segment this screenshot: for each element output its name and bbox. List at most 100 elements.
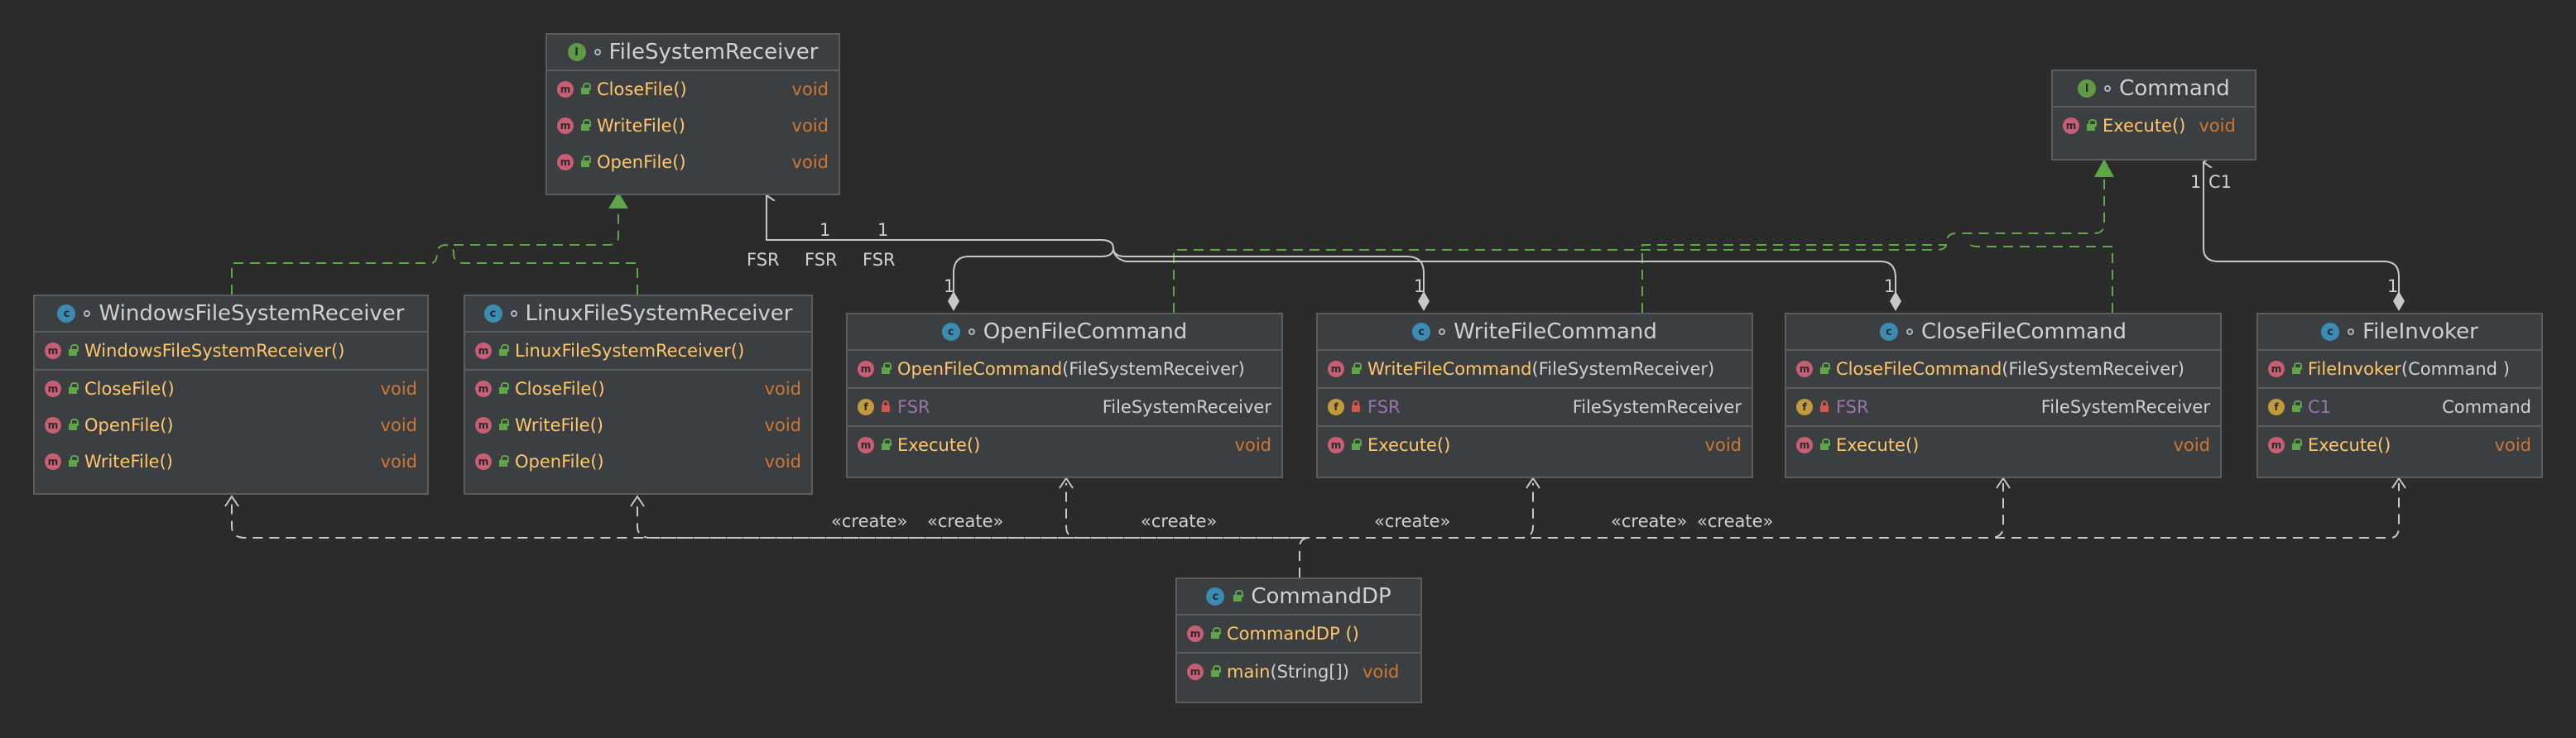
method-icon: m: [858, 437, 874, 453]
class-name: WindowsFileSystemReceiver: [99, 301, 405, 326]
field-name: FSR: [897, 397, 930, 417]
public-lock-icon: [1233, 590, 1244, 601]
public-lock-icon: [498, 382, 509, 394]
constructor-name: OpenFileCommand: [897, 359, 1063, 379]
abstract-dot-icon: [510, 310, 517, 317]
class-name: FileInvoker: [2362, 319, 2478, 344]
return-type: void: [791, 152, 829, 172]
constructor-name: FileInvoker: [2308, 359, 2401, 379]
create-label: «create»: [1697, 511, 1774, 531]
return-type: void: [1362, 662, 1400, 682]
return-type: void: [380, 452, 417, 472]
public-lock-icon: [881, 362, 892, 374]
constructor-params: (FileSystemReceiver): [2002, 359, 2184, 379]
field-name: FSR: [1367, 397, 1401, 417]
class-header: c OpenFileCommand: [848, 314, 1281, 351]
class-name: OpenFileCommand: [983, 319, 1188, 344]
field-type: FileSystemReceiver: [1572, 397, 1742, 417]
constructor-params: (FileSystemReceiver): [1062, 359, 1245, 379]
abstract-dot-icon: [2348, 328, 2355, 335]
public-lock-icon: [580, 156, 591, 167]
edge-label-fsr: FSR: [747, 250, 780, 270]
diamond-close: [1890, 291, 1901, 311]
realization-head-fsr: [608, 192, 628, 208]
class-icon: c: [483, 304, 502, 323]
class-header: I Command: [2053, 71, 2255, 108]
method-icon: m: [1328, 361, 1344, 377]
public-lock-icon: [68, 344, 79, 356]
realization-edges-fsr: [231, 207, 638, 295]
multiplicity-label: 1: [1414, 276, 1425, 296]
return-type: void: [1704, 435, 1742, 455]
method-icon: m: [45, 381, 61, 397]
class-header: c WindowsFileSystemReceiver: [35, 296, 427, 333]
return-type: void: [2494, 435, 2531, 455]
class-icon: c: [1412, 323, 1431, 341]
method-name: Execute(): [2308, 435, 2391, 455]
field-icon: f: [2268, 399, 2285, 415]
method-icon: m: [45, 453, 61, 470]
constructor-row[interactable]: m FileInvoker(Command ): [2258, 351, 2541, 387]
method-icon: m: [475, 417, 492, 434]
abstract-dot-icon: [84, 310, 91, 317]
public-lock-icon: [2291, 362, 2302, 374]
abstract-dot-icon: [1906, 328, 1914, 335]
method-icon: m: [475, 381, 492, 397]
interface-icon: I: [2078, 79, 2097, 98]
class-header: I FileSystemReceiver: [547, 35, 839, 71]
return-type: void: [764, 415, 801, 435]
constructor-name: LinuxFileSystemReceiver(): [515, 341, 745, 361]
method-icon: m: [1796, 361, 1813, 377]
method-icon: m: [2268, 361, 2285, 377]
class-name: FileSystemReceiver: [608, 40, 819, 65]
constructor-params: (Command ): [2401, 359, 2510, 379]
public-lock-icon: [580, 119, 591, 131]
public-lock-icon: [1210, 627, 1221, 639]
class-icon: c: [2321, 323, 2340, 341]
method-name: OpenFile(): [84, 415, 174, 435]
create-label: «create»: [927, 511, 1004, 531]
public-lock-icon: [498, 419, 509, 430]
